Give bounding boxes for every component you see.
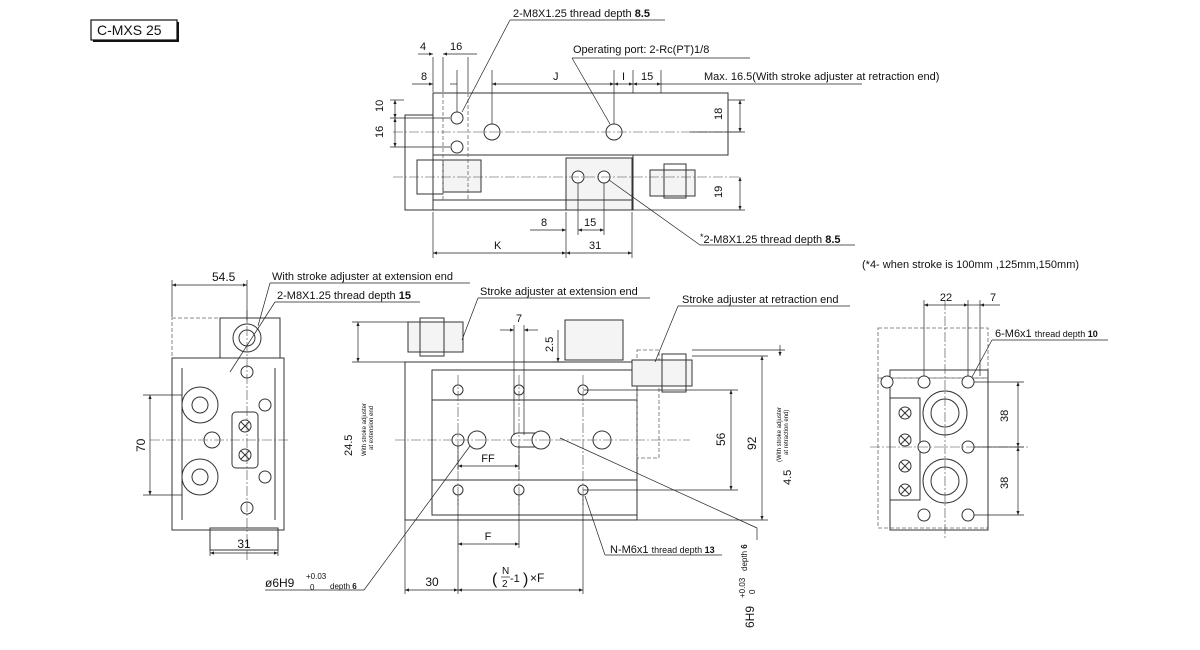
dim-24-5: 24.5 (343, 435, 355, 456)
dim-8-bottom: 8 (541, 217, 547, 229)
top-nut-right (663, 163, 687, 199)
dim-19: 19 (713, 186, 725, 198)
dim-K: K (494, 240, 502, 252)
top-adjuster-right (649, 169, 696, 197)
svg-text:): ) (523, 571, 528, 588)
stroke-note: (*4- when stroke is 100mm ,125mm,150mm) (862, 259, 1079, 271)
dim-15-bottom: 15 (584, 217, 596, 229)
dim-4-5: 4.5 (782, 470, 794, 485)
callout-max-stroke: Max. 16.5(With stroke adjuster at retrac… (704, 71, 939, 83)
model-label-box: C-MXS 25 (90, 19, 179, 42)
dim-J: J (553, 71, 559, 83)
svg-text:0: 0 (310, 583, 315, 592)
dim-F: F (485, 531, 492, 543)
dim-16-top: 16 (450, 41, 462, 53)
dim-16-left: 16 (374, 126, 386, 138)
svg-text:N: N (502, 566, 509, 577)
dim-38-top: 38 (999, 410, 1011, 422)
callout-adjuster-extension: With stroke adjuster at extension end (272, 271, 453, 283)
right-view: 22 7 38 38 6-M6x1 thread depth 10 (870, 292, 1108, 540)
callout-thread-left: 2-M8X1.25 thread depth 15 (277, 290, 411, 302)
dim-38-bottom: 38 (999, 477, 1011, 489)
callout-phi6h9: ø6H9 +0.03 0 depth 6 (265, 572, 357, 592)
svg-text:6H9: 6H9 (743, 606, 757, 628)
callout-n-m6: N-M6x1 thread depth 13 (610, 544, 715, 556)
svg-text:depth 6: depth 6 (740, 544, 749, 571)
dim-8-top: 8 (421, 71, 427, 83)
dim-7-front: 7 (516, 313, 522, 325)
callout-6h9: 6H9 +0.03 0 depth 6 (738, 544, 757, 628)
left-view: 54.5 70 31 With stroke adjuster at exten… (134, 270, 470, 560)
top-adjuster-left (442, 159, 482, 193)
dim-54-5: 54.5 (212, 270, 236, 284)
dim-ext-note-2: at extension end (369, 406, 375, 450)
front-view: 7 2.5 24.5 With stroke adjuster at exten… (265, 286, 850, 628)
svg-text:depth 6: depth 6 (330, 582, 357, 591)
svg-text:-1: -1 (510, 573, 520, 585)
top-thread-hole (450, 140, 464, 154)
top-body-outline (432, 92, 729, 156)
callout-operating-port: Operating port: 2-Rc(PT)1/8 (573, 44, 709, 56)
callout-thread-top: 2-M8X1.25 thread depth 8.5 (513, 8, 650, 20)
model-label: C-MXS 25 (97, 22, 162, 38)
callout-stroke-ret: Stroke adjuster at retraction end (682, 294, 839, 306)
dim-10: 10 (374, 100, 386, 112)
left-body (171, 357, 285, 531)
top-view: 4 16 8 J I 15 Max. 16.5(With stroke adju… (374, 8, 939, 258)
top-end-plate (404, 114, 434, 211)
front-adjuster-ext (407, 321, 464, 353)
svg-text:2: 2 (502, 579, 508, 590)
dim-15-top: 15 (641, 71, 653, 83)
callout-thread-right: 6-M6x1 thread depth 10 (995, 328, 1098, 340)
svg-text:ø6H9: ø6H9 (265, 576, 295, 590)
front-body-block (564, 319, 624, 361)
svg-text:+0.03: +0.03 (306, 572, 327, 581)
dim-ext-note-1: With stroke adjuster (362, 403, 368, 456)
dim-4: 4 (420, 41, 426, 53)
top-table-block (565, 157, 633, 211)
dim-ret-note-2: at retraction end) (784, 410, 790, 455)
dim-92: 92 (745, 436, 759, 450)
svg-text:(: ( (492, 571, 498, 588)
dim-18: 18 (713, 108, 725, 120)
dim-7-right: 7 (990, 292, 996, 304)
dim-2-5: 2.5 (544, 337, 556, 352)
dim-31-left: 31 (237, 537, 251, 551)
dim-FF: FF (481, 453, 495, 465)
dim-22: 22 (940, 292, 952, 304)
svg-text:0: 0 (748, 589, 757, 594)
svg-text:×F: ×F (530, 571, 544, 585)
dim-56: 56 (714, 432, 728, 446)
dim-ret-note-1: (With stroke adjuster (777, 407, 783, 462)
top-thread-hole (450, 111, 464, 125)
dim-I: I (622, 71, 625, 83)
formula-n-over-2: ( N 2 -1 ) ×F (492, 566, 544, 590)
dim-30: 30 (425, 575, 439, 589)
dim-70: 70 (134, 438, 148, 452)
svg-text:+0.03: +0.03 (738, 577, 747, 598)
callout-stroke-ext: Stroke adjuster at extension end (480, 286, 638, 298)
callout-thread-bottom: *2-M8X1.25 thread depth 8.5 (700, 232, 841, 246)
dim-31: 31 (589, 240, 601, 252)
